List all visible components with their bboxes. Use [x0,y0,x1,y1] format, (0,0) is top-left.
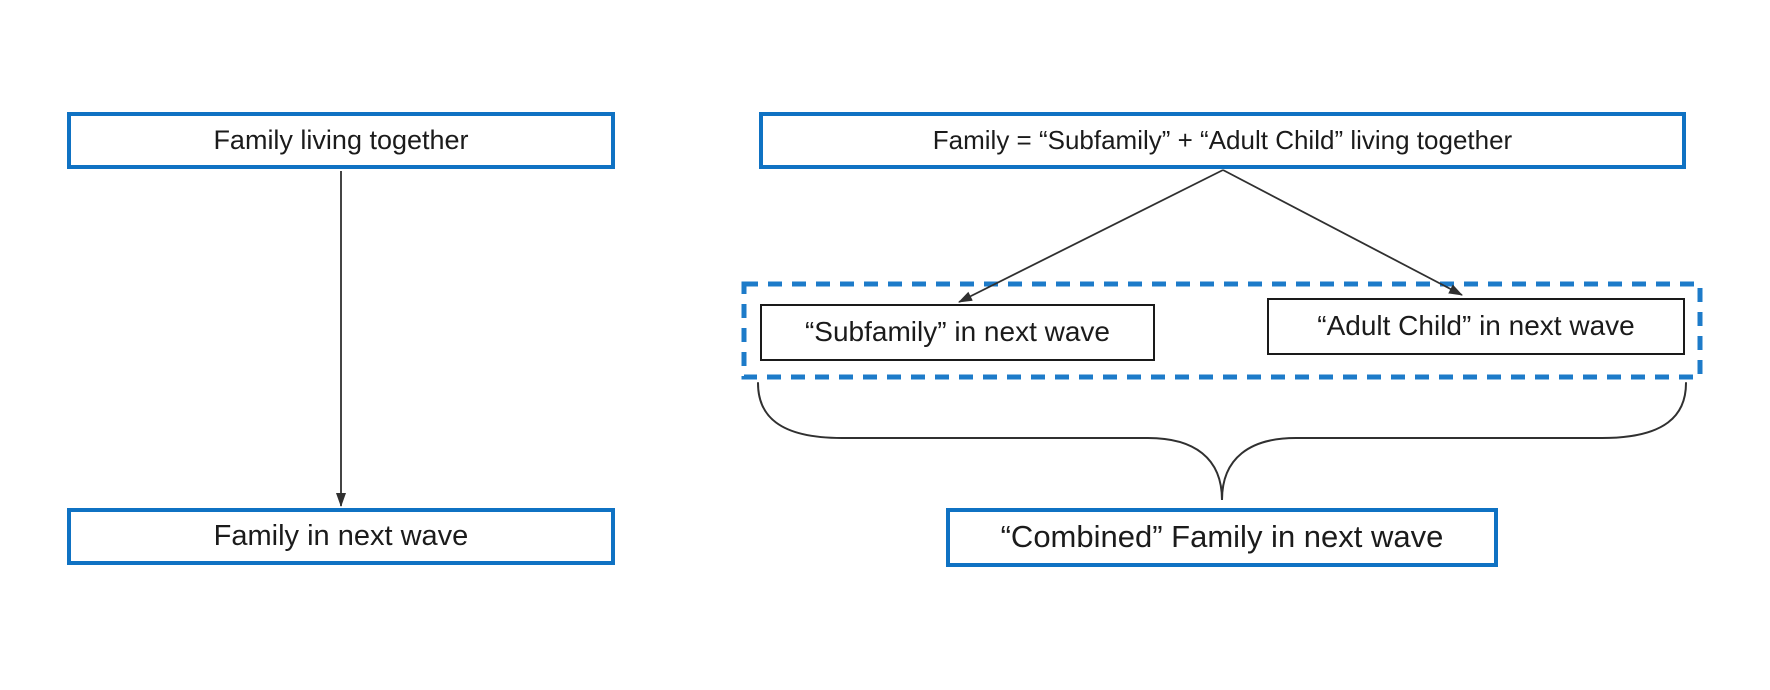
arrow-to-adult-child [1222,169,1463,296]
family-next-wave-box: Family in next wave [67,508,615,565]
adult-child-next-wave-label: “Adult Child” in next wave [1317,310,1635,342]
curly-brace [757,382,1687,501]
family-living-together-box: Family living together [67,112,615,169]
arrow-to-subfamily [958,169,1224,303]
subfamily-next-wave-box: “Subfamily” in next wave [760,304,1155,361]
family-equals-subfamily-adult-child-box: Family = “Subfamily” + “Adult Child” liv… [759,112,1686,169]
subfamily-next-wave-label: “Subfamily” in next wave [804,316,1110,348]
adult-child-next-wave-box: “Adult Child” in next wave [1267,298,1685,355]
combined-family-next-wave-box: “Combined” Family in next wave [946,508,1498,567]
family-living-together-label: Family living together [213,124,469,155]
family-next-wave-label: Family in next wave [213,519,469,552]
family-equals-subfamily-adult-child-label: Family = “Subfamily” + “Adult Child” liv… [932,125,1513,156]
combined-family-next-wave-label: “Combined” Family in next wave [1000,519,1444,555]
